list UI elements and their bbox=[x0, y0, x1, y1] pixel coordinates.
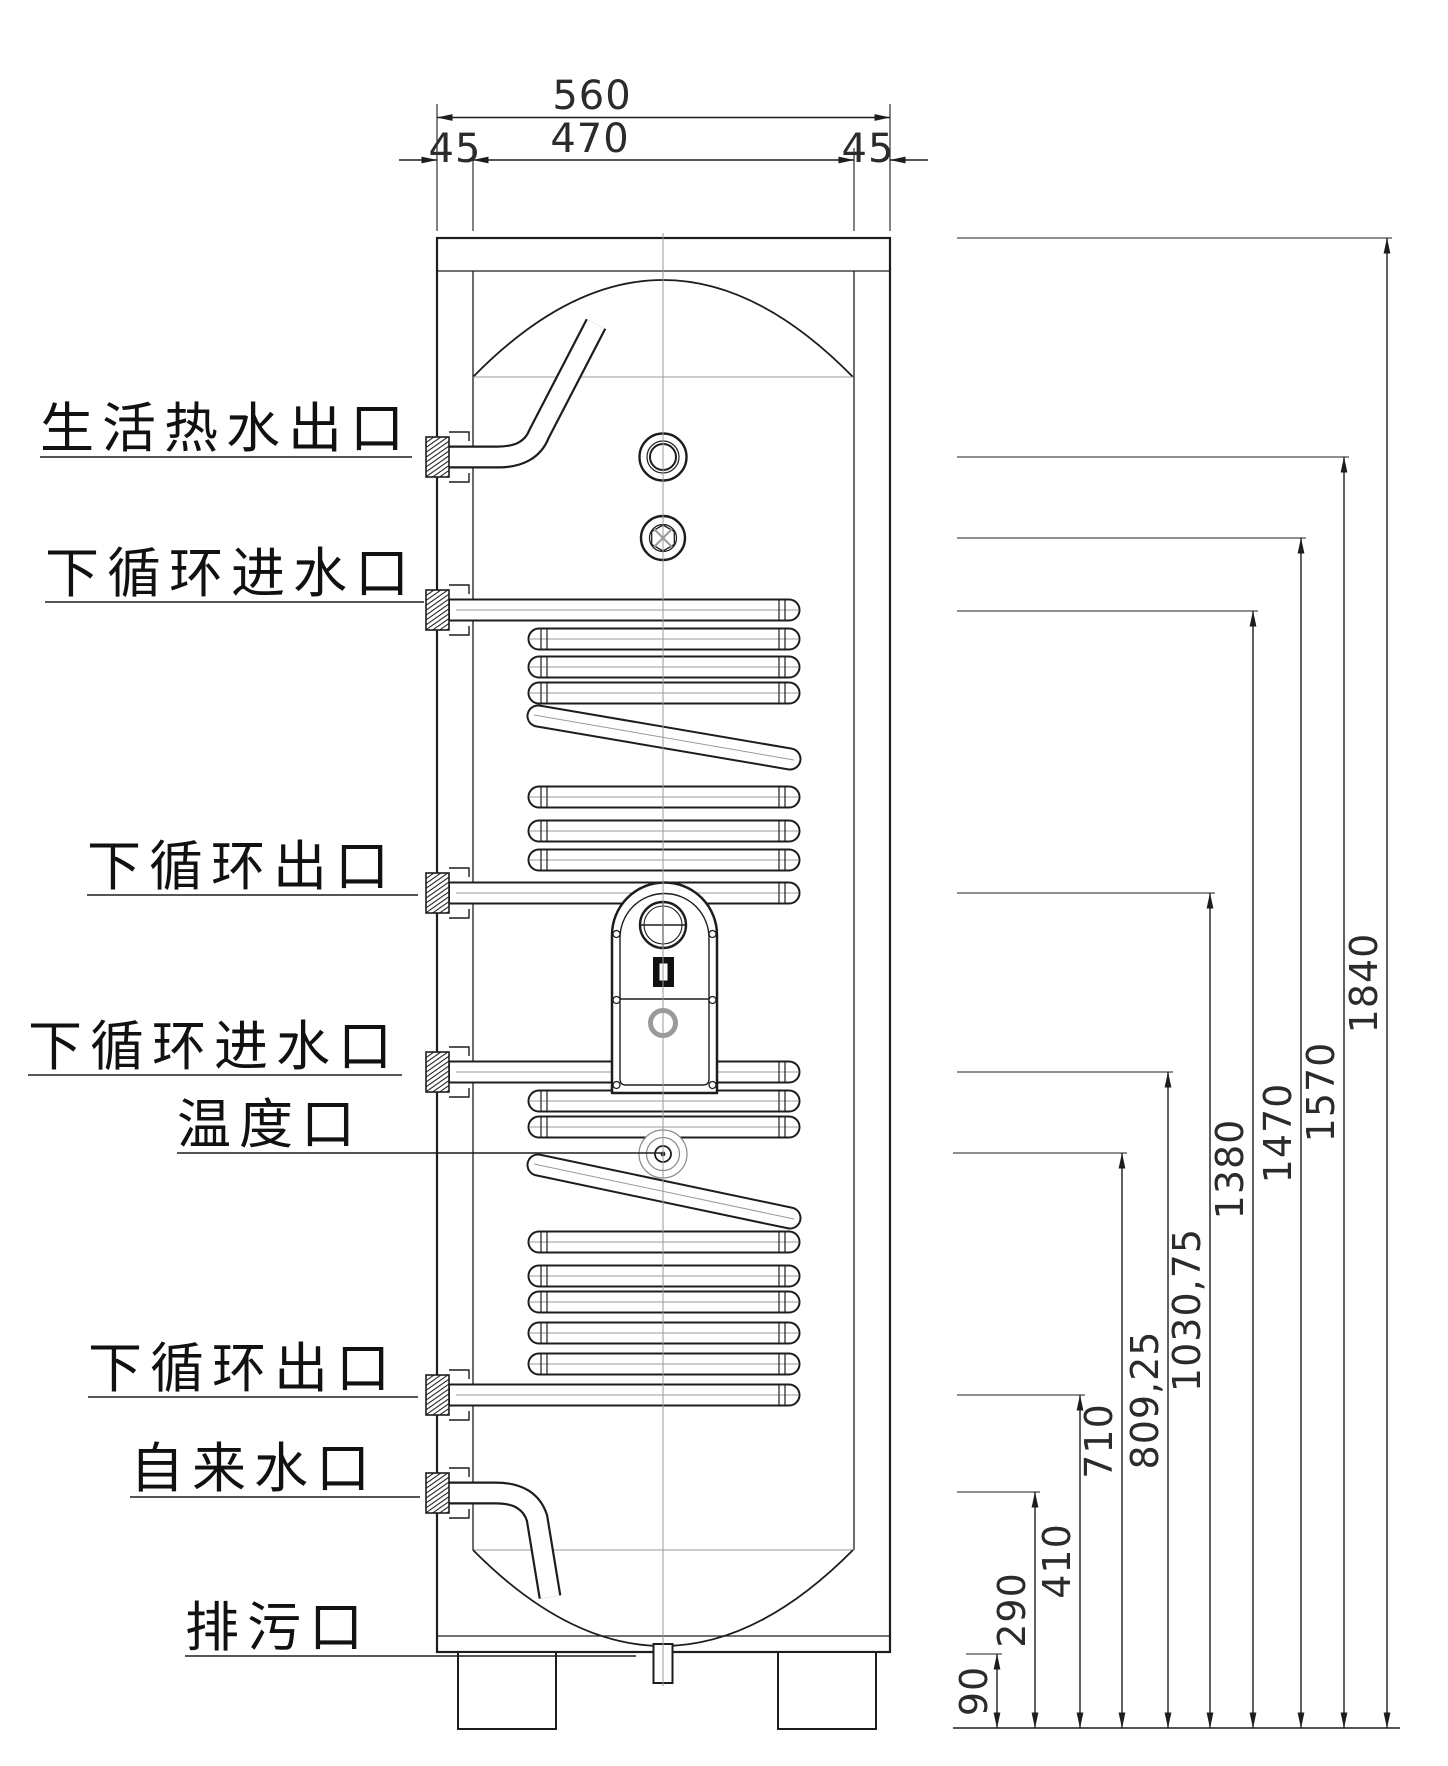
dim-right-710: 710 bbox=[1077, 1403, 1121, 1479]
dim-right-90: 90 bbox=[952, 1665, 996, 1717]
dim-right-410: 410 bbox=[1035, 1523, 1079, 1599]
dim-right-1840: 1840 bbox=[1342, 932, 1386, 1034]
tank-legs bbox=[457, 1651, 877, 1730]
dim-right-290: 290 bbox=[990, 1572, 1034, 1648]
top-dimensions-graphics bbox=[399, 104, 928, 231]
upper-coil-diagonal bbox=[526, 704, 802, 771]
tap-water-pipe bbox=[449, 1481, 562, 1599]
dim-top-45-left: 45 bbox=[428, 126, 482, 172]
dim-top-45-right: 45 bbox=[841, 126, 895, 172]
lower-coil bbox=[448, 1060, 802, 1407]
dim-right-1470: 1470 bbox=[1256, 1082, 1300, 1184]
dim-right-1570: 1570 bbox=[1299, 1041, 1343, 1143]
label-temperature-port: 温度口 bbox=[177, 1095, 363, 1155]
label-tap-water-inlet: 自来水口 bbox=[130, 1439, 378, 1499]
control-flange-panel bbox=[610, 881, 719, 1095]
label-hot-water-outlet: 生活热水出口 bbox=[40, 399, 412, 459]
label-drain-outlet: 排污口 bbox=[185, 1598, 371, 1658]
label-lower-circ-outlet-upper: 下循环出口 bbox=[87, 837, 397, 897]
label-lower-circ-outlet-lower: 下循环出口 bbox=[88, 1339, 398, 1399]
flange-bolts bbox=[612, 929, 717, 1090]
right-dimensions-graphics bbox=[953, 237, 1400, 1729]
dip-tube-pipe bbox=[449, 318, 607, 469]
label-lower-circ-inlet-lower: 下循环进水口 bbox=[28, 1017, 400, 1077]
dim-right-1380: 1380 bbox=[1208, 1118, 1252, 1220]
dim-top-470: 470 bbox=[550, 116, 630, 162]
lower-coil-diagonal bbox=[526, 1153, 802, 1230]
label-lower-circ-inlet-upper: 下循环进水口 bbox=[45, 544, 417, 604]
dim-right-809-25: 809,25 bbox=[1123, 1330, 1167, 1470]
dim-right-1030-75: 1030,75 bbox=[1165, 1227, 1209, 1393]
dim-top-560: 560 bbox=[552, 73, 632, 119]
upper-coil bbox=[448, 598, 802, 905]
label-leaders bbox=[28, 456, 661, 1657]
